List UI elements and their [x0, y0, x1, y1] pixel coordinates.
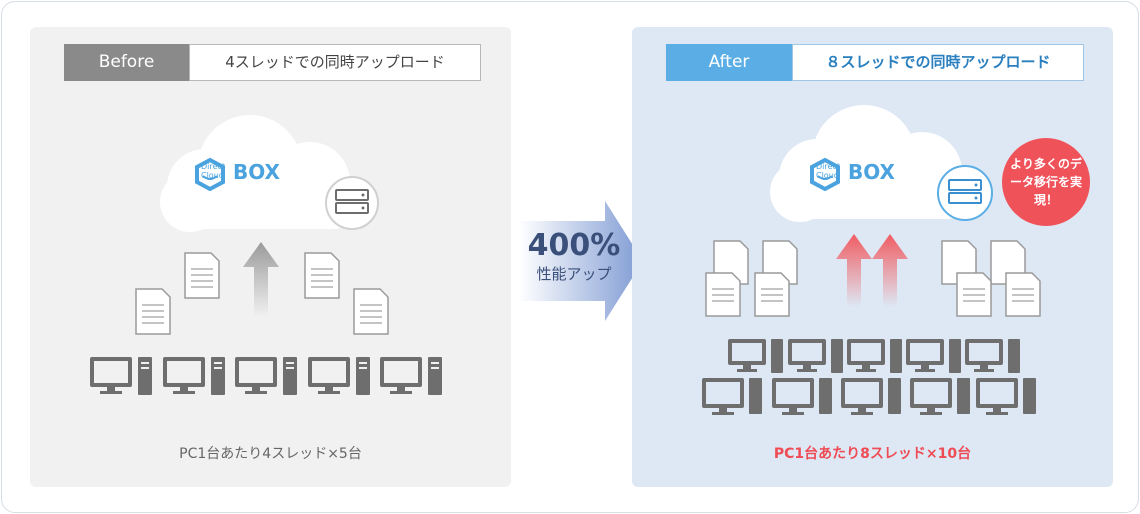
after-illustration [702, 105, 1041, 415]
directcloud-logo-icon [810, 157, 840, 192]
after-logo-small: Direct Cloud [816, 162, 840, 180]
server-icon [937, 165, 993, 221]
before-logo-small: Direct Cloud [201, 162, 225, 180]
after-caption: PC1台あたり8スレッド×10台 [773, 446, 972, 462]
cloud-icon [770, 105, 972, 222]
after-panel: After ８スレッドでの同時アップロード [632, 27, 1113, 487]
upload-arrow-icons [836, 234, 908, 307]
document-icons [705, 240, 1041, 317]
performance-percent: 400% [527, 228, 621, 263]
before-caption: PC1台あたり4スレッド×5台 [179, 446, 362, 462]
pc-icons-row2 [702, 378, 1036, 415]
before-panel: Before 4スレッドでの同時アップロード [30, 27, 511, 487]
before-title: 4スレッドでの同時アップロード [189, 44, 481, 81]
performance-arrow: 400% 性能アップ [519, 201, 643, 321]
performance-label: 性能アップ [536, 265, 612, 283]
after-tag: After [666, 44, 792, 81]
after-logo-brand: BOX [848, 160, 895, 184]
document-lines [142, 268, 382, 324]
big-arrow-icon [519, 201, 643, 321]
server-icon [325, 176, 379, 230]
upload-arrow-icon [243, 242, 279, 317]
before-illustration [90, 115, 442, 395]
pc-icons-row1 [728, 339, 1020, 373]
data-migration-badge: より多くのデータ移行を実現！ [1002, 138, 1090, 226]
after-title: ８スレッドでの同時アップロード [792, 44, 1084, 81]
directcloud-logo-icon [195, 157, 225, 192]
before-tag: Before [64, 44, 189, 81]
before-logo-brand: BOX [233, 160, 280, 184]
pc-icons [90, 357, 442, 395]
